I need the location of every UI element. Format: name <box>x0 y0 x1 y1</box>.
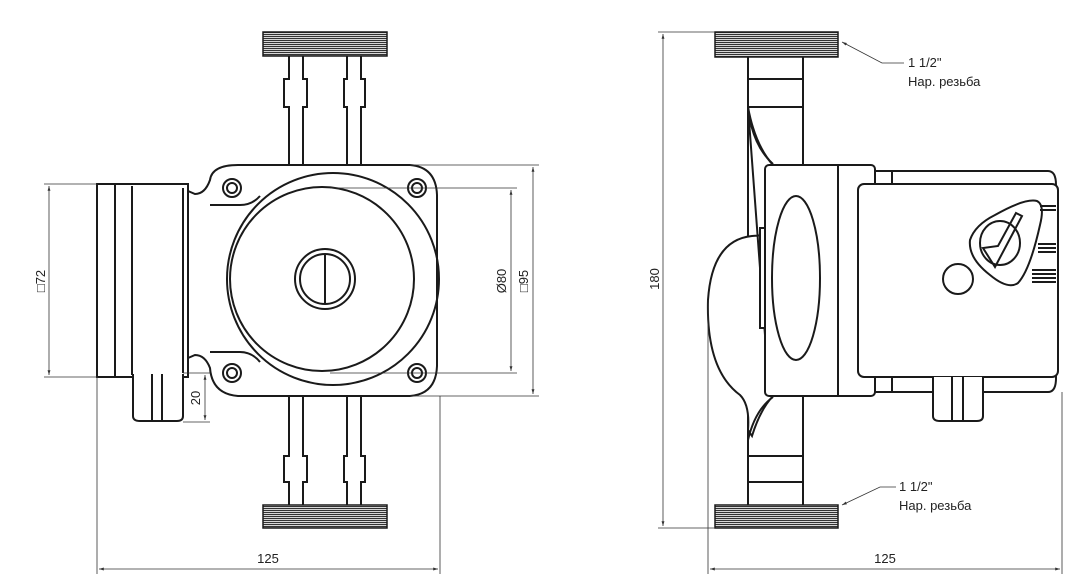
flange-oval <box>771 195 821 361</box>
dim-diameter: Ø80 <box>494 269 509 294</box>
dim-terminal: 20 <box>188 391 203 405</box>
thread-type-top: Нар. резьба <box>908 74 981 89</box>
terminal-box <box>132 374 184 422</box>
indicator-light <box>942 263 974 295</box>
front-view: □72 20 Ø80 □95 125 <box>33 31 539 574</box>
vent-screw <box>294 248 356 310</box>
bolt-icon <box>222 363 242 383</box>
dim-height: 180 <box>647 268 662 290</box>
thread-annotation-top: 1 1/2" Нар. резьба <box>841 41 981 89</box>
bottom-pipe <box>262 396 388 529</box>
thread-size-top: 1 1/2" <box>908 55 942 70</box>
thread-size-bottom: 1 1/2" <box>899 479 933 494</box>
terminal-box-side <box>932 377 984 422</box>
motor-face <box>229 186 415 372</box>
dimensions-side: 180 125 <box>647 31 1063 574</box>
volute-ring <box>226 172 440 386</box>
top-thread <box>714 31 839 58</box>
dim-motor-square: □72 <box>33 270 48 292</box>
bottom-thread <box>714 504 839 529</box>
top-pipe <box>262 31 388 165</box>
dim-body-square: □95 <box>516 270 531 292</box>
bolt-icon <box>222 178 242 198</box>
speed-selector-knob <box>968 199 1056 287</box>
dimensions-front: □72 20 Ø80 □95 125 <box>33 164 539 574</box>
thread-annotation-bottom: 1 1/2" Нар. резьба <box>841 479 972 513</box>
motor-housing <box>96 183 189 378</box>
thread-type-bottom: Нар. резьба <box>899 498 972 513</box>
side-view: 1 1/2" Нар. резьба 1 1/2" Нар. резьба 18… <box>647 31 1063 574</box>
dim-width-side: 125 <box>874 551 896 566</box>
dim-width-front: 125 <box>257 551 279 566</box>
